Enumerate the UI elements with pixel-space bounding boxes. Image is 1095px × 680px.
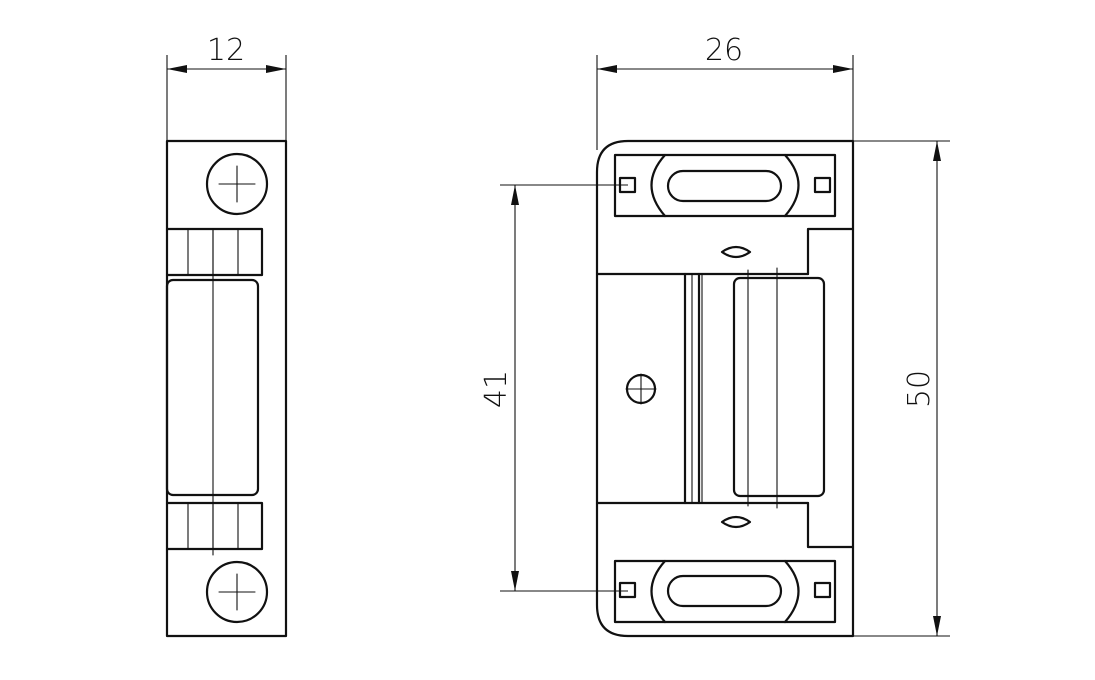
dimension-label-12: 12 — [207, 33, 245, 68]
front-view-outline — [595, 139, 855, 638]
upper-notch — [806, 227, 855, 276]
lower-notch — [806, 501, 855, 549]
dimension-hole-spacing: 41 — [479, 184, 628, 592]
top-mounting-slot — [613, 153, 837, 218]
side-lower-knuckle — [165, 501, 264, 551]
bottom-mounting-slot — [613, 559, 837, 624]
top-screw-head — [205, 152, 269, 216]
bottom-screw-head — [205, 560, 269, 624]
side-roller-body — [165, 229, 260, 556]
dimension-overall-height: 50 — [853, 140, 950, 637]
side-upper-knuckle — [165, 227, 264, 277]
dimension-label-41: 41 — [479, 370, 514, 408]
front-roller — [732, 267, 826, 509]
dimension-label-26: 26 — [705, 33, 743, 68]
side-view: 12 — [165, 33, 288, 638]
dimension-front-width: 26 — [596, 33, 854, 150]
side-view-outline — [165, 139, 288, 638]
dimension-label-50: 50 — [902, 370, 937, 408]
hinge-plate — [595, 272, 810, 505]
front-view: 26 41 50 — [479, 33, 950, 638]
top-indicator-mark — [720, 245, 752, 259]
front-screw-hole — [625, 373, 657, 405]
bottom-indicator-mark — [720, 515, 752, 529]
dimension-side-width: 12 — [166, 33, 287, 140]
